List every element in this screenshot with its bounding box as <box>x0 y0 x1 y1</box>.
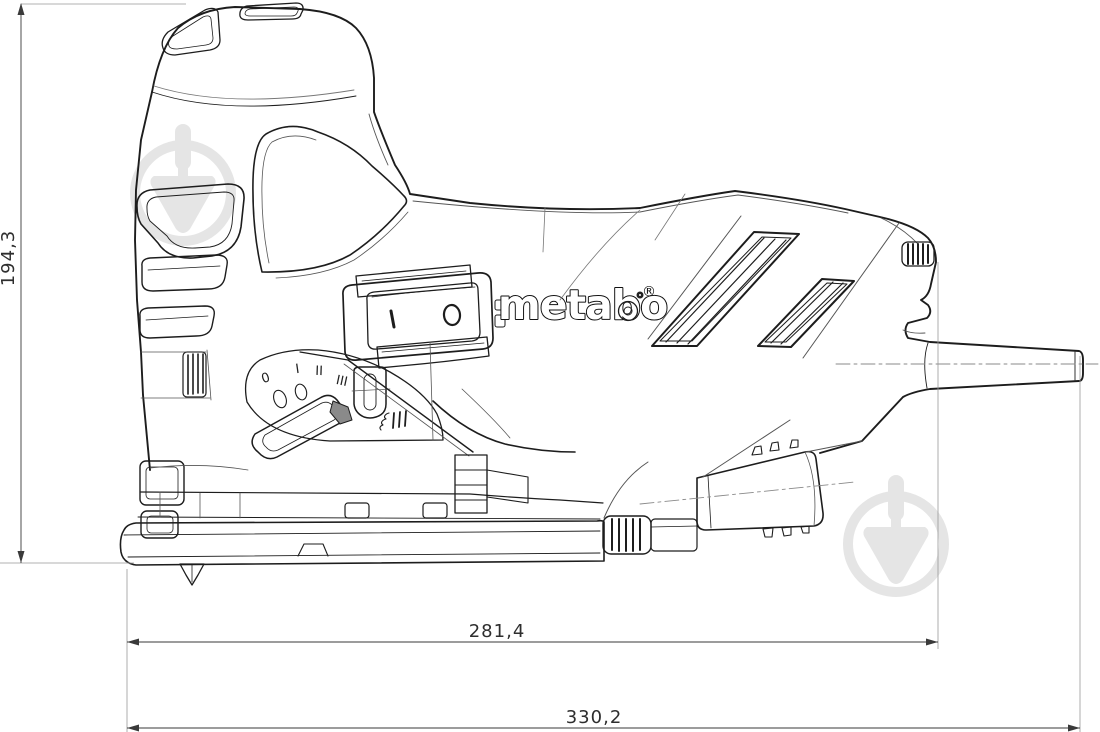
blade-holder <box>351 366 407 431</box>
dimension-body-length: 281,4 <box>126 262 939 732</box>
screw-head <box>617 300 639 322</box>
height-dimension-label: 194,3 <box>0 230 19 287</box>
registered-mark: ® <box>642 284 656 300</box>
hand-opening <box>252 125 409 279</box>
total-length-dimension-label: 330,2 <box>566 707 623 728</box>
switch-mark-off <box>442 303 462 327</box>
dimension-total-length: 330,2 <box>127 356 1081 732</box>
brand-logo: metabo ® <box>497 280 669 330</box>
saw-blade <box>179 563 205 586</box>
shoe-base-plate <box>119 454 605 566</box>
rear-ribs <box>901 241 935 334</box>
dimension-height: 194,3 <box>0 3 186 564</box>
watermark-trowel-left <box>130 124 236 246</box>
power-switch <box>342 264 506 369</box>
metabo-logo-text: metabo <box>498 281 667 329</box>
dial-mark-3: III <box>335 373 349 390</box>
main-outline <box>134 6 1084 471</box>
power-cord <box>835 342 1099 389</box>
handle-top <box>151 2 389 166</box>
lower-body-seams <box>299 341 576 457</box>
dial-mark-2: II <box>315 364 323 379</box>
dust-port <box>602 419 863 555</box>
orbital-dial: 0 I II III <box>244 349 444 460</box>
vent-slots <box>542 193 900 359</box>
dial-mark-0: 0 <box>260 370 273 387</box>
watermark-trowel-right <box>843 475 949 597</box>
body-length-dimension-label: 281,4 <box>469 621 526 642</box>
switch-mark-on <box>389 309 396 329</box>
dial-mark-1: I <box>295 362 301 377</box>
gearbox-front <box>139 349 249 506</box>
grip-pads <box>136 183 245 339</box>
jigsaw-drawing: 0 I II III metab <box>119 2 1099 586</box>
